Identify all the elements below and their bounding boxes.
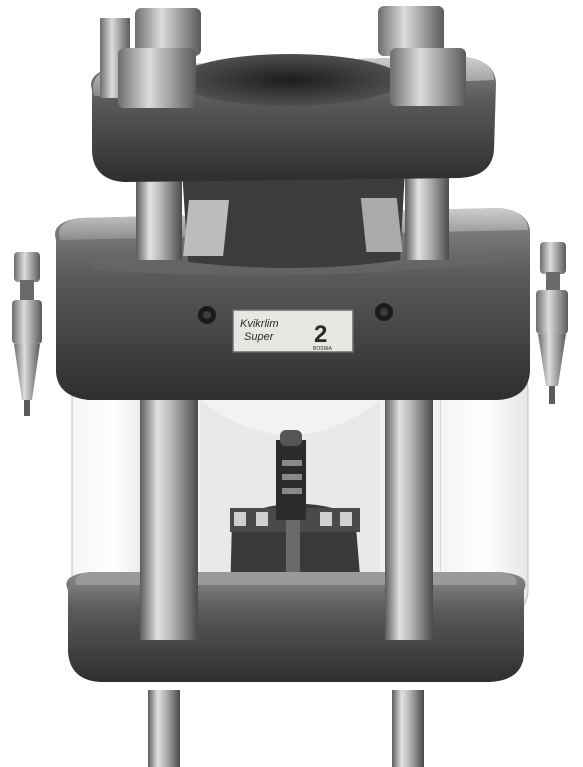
press-legs: [148, 690, 424, 767]
left-valve: [12, 252, 42, 416]
nameplate: Kvikrlim Super 2 BOSNIA: [232, 309, 354, 353]
nameplate-line1: Kvikrlim: [240, 318, 279, 330]
nameplate-number: 2: [314, 321, 327, 348]
nameplate-small-text: BOSNIA: [313, 346, 333, 352]
tie-rods-upper: [136, 170, 449, 260]
nameplate-line2: Super: [244, 331, 275, 343]
hex-nut-icon: [390, 48, 466, 106]
hex-nut-icon: [118, 48, 196, 108]
lower-plate: [66, 572, 526, 682]
right-valve: [536, 242, 568, 404]
upper-die-ring: [182, 170, 405, 269]
hex-nut-icon: [378, 6, 444, 56]
tie-rods-lower: [140, 395, 433, 640]
top-plate-opening: [178, 54, 402, 106]
hex-nut-icon: [135, 8, 201, 56]
top-bolts: [100, 6, 466, 108]
